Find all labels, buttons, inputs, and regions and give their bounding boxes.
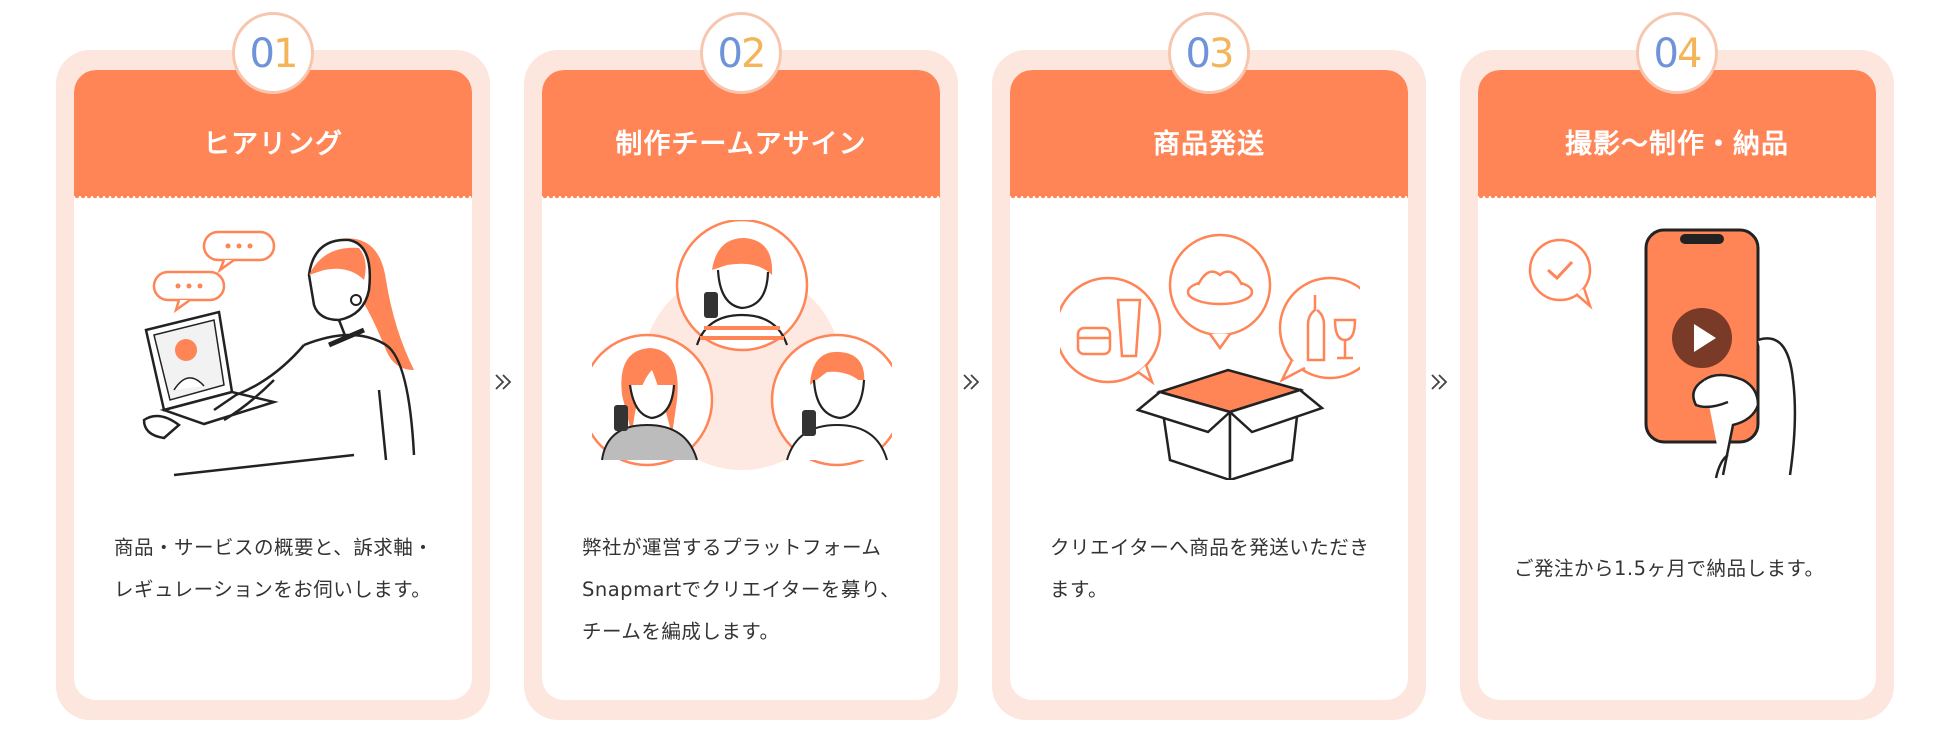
step-number-badge: 01 [232,12,314,94]
double-chevron-right-icon [492,370,516,394]
step-card-3: 商品発送 [992,12,1426,720]
step-number-badge: 04 [1636,12,1718,94]
step-card-4: 撮影〜制作・納品 ご発注から1.5ヶ月で納品します。 04 [1460,12,1894,720]
step-card-body: 商品発送 [1010,70,1408,700]
step-description: 弊社が運営するプラットフォームSnapmartでクリエイターを募り、チームを編成… [582,536,901,643]
step-description: クリエイターへ商品を発送いただきます。 [1050,536,1370,601]
step-card-1: ヒアリング [56,12,490,720]
step-number-badge: 03 [1168,12,1250,94]
step-title: 撮影〜制作・納品 [1565,129,1789,160]
double-chevron-right-icon [1428,370,1452,394]
step-title: 制作チームアサイン [615,129,867,160]
step-number-badge: 02 [700,12,782,94]
double-chevron-right-icon [960,370,984,394]
step-title: ヒアリング [203,129,343,160]
product-box-illustration [1060,220,1360,480]
step-description: 商品・サービスの概要と、訴求軸・レギュレーションをお伺いします。 [114,536,434,601]
smartphone-video-illustration [1528,220,1828,480]
step-card-body: 制作チームアサイン [542,70,940,700]
step-card-2: 制作チームアサイン [524,12,958,720]
step-description: ご発注から1.5ヶ月で納品します。 [1514,557,1825,580]
creator-team-illustration [592,220,892,480]
step-card-body: 撮影〜制作・納品 ご発注から1.5ヶ月で納品します。 [1478,70,1876,700]
step-card-body: ヒアリング [74,70,472,700]
woman-video-call-illustration [124,220,424,480]
step-title: 商品発送 [1153,129,1265,160]
